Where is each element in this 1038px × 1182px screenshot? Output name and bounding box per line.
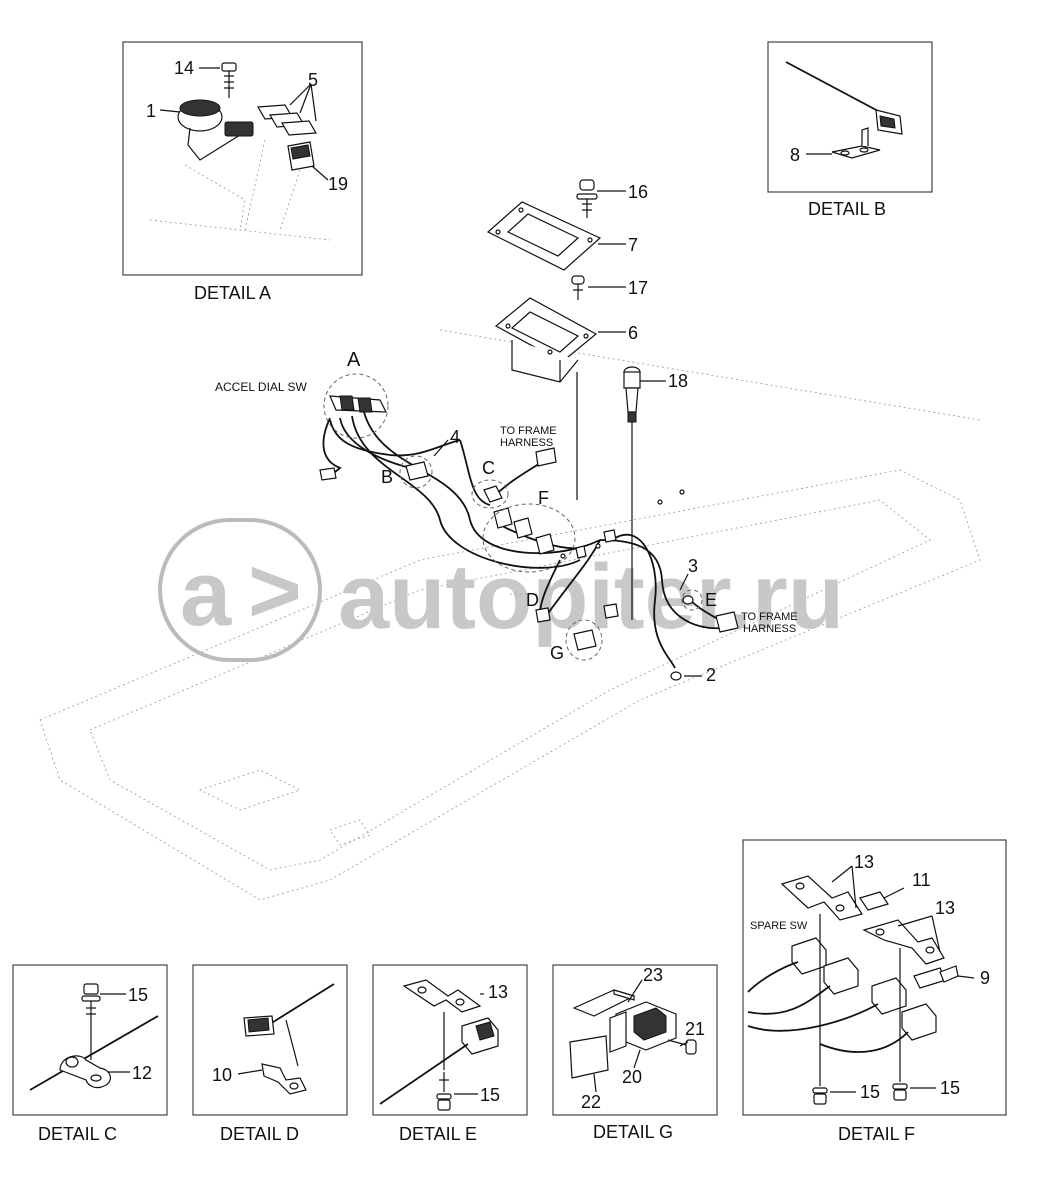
part-number: 13 <box>854 852 874 872</box>
part-number: 13 <box>488 982 508 1002</box>
callout-letter: D <box>526 590 539 610</box>
part-number: 15 <box>940 1078 960 1098</box>
part-number: 8 <box>790 145 800 165</box>
detail-b-marker <box>399 455 433 489</box>
screw-icon <box>571 275 585 300</box>
detail-c-marker <box>471 479 509 509</box>
detail-a-marker <box>323 373 389 439</box>
switch-icon <box>609 1001 677 1053</box>
part-number: 15 <box>480 1085 500 1105</box>
svg-text:>: > <box>248 540 302 642</box>
part-number: 17 <box>628 278 648 298</box>
detail-f-box: SPARE SW <box>742 839 1007 1116</box>
part-number: 1 <box>146 101 156 121</box>
relay-icon <box>461 1017 499 1055</box>
watermark: a > autopiter.ru <box>158 518 844 662</box>
cover-plate-icon <box>486 201 602 271</box>
detail-e-box: 13 15 <box>372 964 528 1116</box>
detail-a-label: DETAIL A <box>194 283 271 303</box>
part-number: 23 <box>643 965 663 985</box>
screw-icon <box>576 179 598 218</box>
clip-icon <box>859 891 959 989</box>
spare-sw-note: SPARE SW <box>750 920 808 932</box>
to-frame-harness-note: TO FRAME <box>500 425 557 437</box>
part-number: 22 <box>581 1092 601 1112</box>
label-sheet-icon <box>569 1035 609 1079</box>
part-number: 7 <box>628 235 638 255</box>
detail-f-label: DETAIL F <box>838 1124 915 1144</box>
detail-e-marker <box>681 589 703 611</box>
bolt-icon <box>81 983 101 1022</box>
detail-c-box: 15 12 <box>12 964 168 1116</box>
to-frame-harness-note: HARNESS <box>500 437 553 449</box>
relay-icon <box>791 937 937 1041</box>
part-number: 16 <box>628 182 648 202</box>
part-number: 13 <box>935 898 955 918</box>
detail-b-box: 8 <box>767 41 933 193</box>
bracket-icon <box>780 875 945 965</box>
callout-letter: B <box>381 467 393 487</box>
detail-d-label: DETAIL D <box>220 1124 299 1144</box>
svg-text:a: a <box>180 543 232 645</box>
part-number: 19 <box>328 174 348 194</box>
detail-d-box: 10 <box>192 964 348 1116</box>
clamp-icon <box>59 1055 111 1089</box>
part-number: 21 <box>685 1019 705 1039</box>
part-number: 5 <box>308 70 318 90</box>
callout-letter: G <box>550 643 564 663</box>
accel-dial-sw-note: ACCEL DIAL SW <box>215 380 307 394</box>
detail-e-label: DETAIL E <box>399 1124 477 1144</box>
to-frame-harness-note: TO FRAME <box>741 611 798 623</box>
part-number: 14 <box>174 58 194 78</box>
connector-icon <box>875 109 903 135</box>
callout-letter: E <box>705 590 717 610</box>
screw-icon <box>667 1039 697 1055</box>
callout-letter: A <box>347 349 361 371</box>
boot-housing-icon <box>494 297 598 383</box>
callout-letter: F <box>538 488 549 508</box>
part-number: 9 <box>980 968 990 988</box>
bolt-icon <box>812 1066 908 1105</box>
detail-b-label: DETAIL B <box>808 199 886 219</box>
cigar-lighter-icon <box>623 366 641 423</box>
callout-letter: C <box>482 458 495 478</box>
part-number: 3 <box>688 556 698 576</box>
bolt-icon <box>221 62 237 98</box>
detail-g-marker <box>565 619 603 661</box>
part-number: 4 <box>450 427 460 447</box>
part-number: 6 <box>628 323 638 343</box>
part-number: 20 <box>622 1067 642 1087</box>
detail-f-marker <box>482 503 576 573</box>
detail-c-label: DETAIL C <box>38 1124 117 1144</box>
part-number: 12 <box>132 1063 152 1083</box>
detail-g-box: 23 21 20 22 <box>552 964 718 1116</box>
plate-icon <box>572 989 636 1017</box>
bolt-icon <box>436 1072 452 1111</box>
part-number: 15 <box>860 1082 880 1102</box>
part-number: 10 <box>212 1065 232 1085</box>
connector-icon <box>243 1015 275 1037</box>
rocker-switch-icon <box>287 141 315 171</box>
label-plates-icon <box>256 104 318 136</box>
detail-g-label: DETAIL G <box>593 1122 673 1142</box>
bracket-icon <box>831 127 881 159</box>
part-number: 15 <box>128 985 148 1005</box>
part-number: 2 <box>706 665 716 685</box>
part-number: 11 <box>912 870 931 890</box>
bracket-icon <box>261 1063 307 1095</box>
connector-icon <box>319 395 739 681</box>
to-frame-harness-note: HARNESS <box>743 623 796 635</box>
accel-dial-switch-icon <box>177 99 254 161</box>
bracket-icon <box>402 979 482 1013</box>
part-number: 18 <box>668 371 688 391</box>
detail-a-box: 14 5 1 19 <box>122 41 363 276</box>
